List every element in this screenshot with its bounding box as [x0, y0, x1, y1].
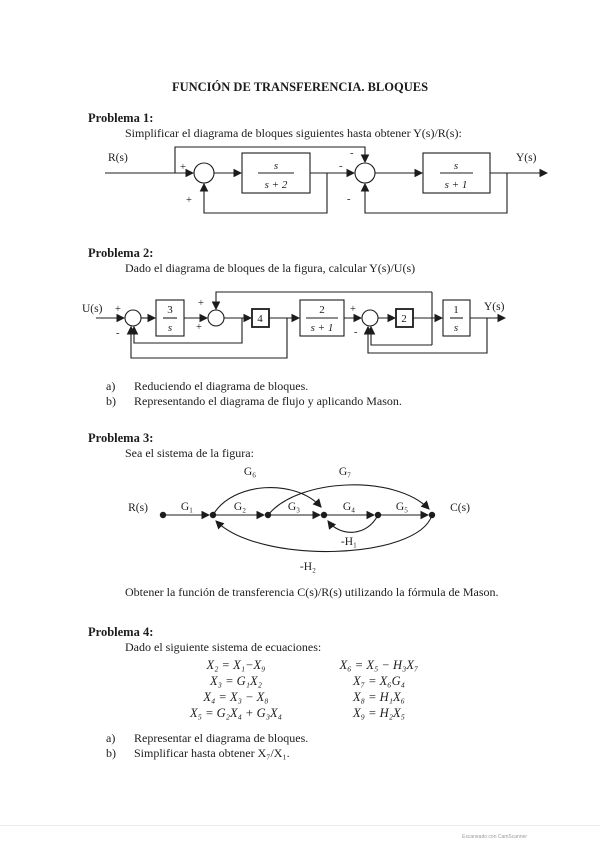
- equation: X₅ = G₂X₄ + G₃X₄: [189, 706, 283, 720]
- item-label: a): [106, 379, 116, 393]
- p1-input-label: R(s): [108, 152, 128, 164]
- p2-summing-junction-1: [124, 309, 142, 327]
- item-label: a): [106, 731, 116, 745]
- p2-summing-junction-2: [207, 309, 225, 327]
- item-label: b): [106, 394, 116, 408]
- equation-row: X₅ = G₂X₄ + G₃X₄ X₉ = H₂X₅: [0, 705, 600, 721]
- p2-sum2-sign-left: +: [196, 322, 202, 333]
- equation: X₃ = G₁X₂: [209, 674, 263, 688]
- problem4-description: Dado el siguiente sistema de ecuaciones:: [125, 640, 322, 654]
- p3-gain-g5: G₅: [396, 501, 408, 513]
- item-text: Representando el diagrama de flujo y apl…: [134, 394, 402, 408]
- list-item: a) Reduciendo el diagrama de bloques.: [106, 379, 402, 394]
- p3-gain-g6: G₆: [244, 466, 256, 478]
- p3-nodes: [159, 511, 436, 519]
- p2-summing-junction-3: [361, 309, 379, 327]
- p3-input-label: R(s): [128, 502, 148, 514]
- problem2-heading: Problema 2:: [88, 246, 154, 260]
- p1-block2-numerator: s: [454, 160, 458, 172]
- p1-sum1-sign-bottom: +: [186, 195, 192, 206]
- problem2-description: Dado el diagrama de bloques de la figura…: [125, 261, 416, 275]
- p2-block4-label: 4: [257, 313, 263, 325]
- p2-block-2: [395, 308, 414, 328]
- problem4-heading: Problema 4:: [88, 625, 154, 639]
- p1-output-label: Y(s): [516, 152, 537, 164]
- problem2-items: a) Reduciendo el diagrama de bloques. b)…: [106, 379, 402, 409]
- p1-sum2-sign-bottom: -: [347, 194, 351, 205]
- p3-gain-g4: G₄: [343, 501, 355, 513]
- p3-branches: [163, 484, 433, 553]
- p1-summing-junction-1: [193, 162, 215, 184]
- p2-block1-numerator: 3: [167, 304, 173, 316]
- problem3-signal-flow-graph: R(s) C(s) G₁ G₂ G₃ G₄ G₅ G₆ G₇ -H₁ -H₂: [128, 466, 470, 573]
- item-text: Reduciendo el diagrama de bloques.: [134, 379, 309, 393]
- problem1-block-diagram: R(s) Y(s) s s + 2 s s + 1 + + - - -: [105, 146, 549, 214]
- p3-gain-g7: G₇: [339, 466, 351, 478]
- p2-sum2-sign-top: +: [198, 298, 204, 309]
- p2-block2-label: 2: [401, 313, 407, 325]
- p1-block1-numerator: s: [274, 160, 278, 172]
- p3-gain-g2: G₂: [234, 501, 246, 513]
- equation-row: X₄ = X₃ − X₈ X₈ = H₁X₆: [0, 689, 600, 705]
- p1-block1-denominator: s + 2: [265, 179, 288, 191]
- p2-block-4: [251, 308, 270, 328]
- p2-block5-denominator: s: [454, 322, 458, 334]
- list-item: b) Simplificar hasta obtener X₇/X₁.: [106, 746, 308, 761]
- equation: X₄ = X₃ − X₈: [203, 690, 269, 704]
- problem2-block-diagram: U(s) Y(s) 3 s 4 2 s + 1 2 1 s + - + + + …: [82, 291, 507, 359]
- p2-block1-denominator: s: [168, 322, 172, 334]
- p1-sum2-sign-left: -: [339, 161, 343, 172]
- p2-sum1-sign-bottom: -: [116, 328, 120, 339]
- p2-sum1-sign-left: +: [115, 304, 121, 315]
- item-text: Simplificar hasta obtener X₇/X₁.: [134, 746, 290, 760]
- problem3-heading: Problema 3:: [88, 431, 154, 445]
- list-item: b) Representando el diagrama de flujo y …: [106, 394, 402, 409]
- p2-block5-numerator: 1: [453, 304, 459, 316]
- equation: X₆ = X₅ − H₃X₇: [339, 658, 419, 672]
- p3-output-label: C(s): [450, 502, 470, 514]
- p3-gain-h2: -H₂: [300, 561, 316, 573]
- p1-summing-junction-2: [354, 162, 376, 184]
- p2-input-label: U(s): [82, 303, 103, 315]
- p3-gain-g1: G₁: [181, 501, 193, 513]
- p1-sum1-sign-left: +: [180, 162, 186, 173]
- p2-block3-denominator: s + 1: [311, 322, 334, 334]
- equation-row: X₃ = G₁X₂ X₇ = X₆G₄: [0, 673, 600, 689]
- p1-block2-denominator: s + 1: [445, 179, 468, 191]
- equation: X₈ = H₁X₆: [352, 690, 406, 704]
- list-item: a) Representar el diagrama de bloques.: [106, 731, 308, 746]
- p2-sum3-sign-bottom: -: [354, 327, 358, 338]
- equation: X₇ = X₆G₄: [352, 674, 406, 688]
- scan-edge-line: [0, 825, 600, 826]
- item-text: Representar el diagrama de bloques.: [134, 731, 309, 745]
- problem4-equations: X₂ = X₁−X₉ X₆ = X₅ − H₃X₇ X₃ = G₁X₂ X₇ = X…: [0, 657, 600, 721]
- p2-block3-numerator: 2: [319, 304, 325, 316]
- p3-gain-h1: -H₁: [341, 536, 357, 548]
- problem3-description: Sea el sistema de la figura:: [125, 446, 254, 460]
- item-label: b): [106, 746, 116, 760]
- problem1-description: Simplificar el diagrama de bloques sigui…: [125, 126, 462, 140]
- p3-gain-g3: G₃: [288, 501, 300, 513]
- p2-sum3-sign-left: +: [350, 304, 356, 315]
- p1-sum2-sign-top: -: [350, 148, 354, 159]
- equation: X₂ = X₁−X₉: [206, 658, 266, 672]
- problem3-closing: Obtener la función de transferencia C(s)…: [125, 585, 499, 599]
- equation: X₉ = H₂X₅: [352, 706, 406, 720]
- p1-wires: [105, 146, 549, 214]
- document-title: FUNCIÓN DE TRANSFERENCIA. BLOQUES: [171, 80, 429, 94]
- p2-wires: [96, 291, 507, 359]
- p2-output-label: Y(s): [484, 301, 505, 313]
- scanner-watermark: Escaneado con CamScanner: [462, 834, 528, 840]
- problem1-heading: Problema 1:: [88, 111, 154, 125]
- equation-row: X₂ = X₁−X₉ X₆ = X₅ − H₃X₇: [0, 657, 600, 673]
- problem4-items: a) Representar el diagrama de bloques. b…: [106, 731, 308, 761]
